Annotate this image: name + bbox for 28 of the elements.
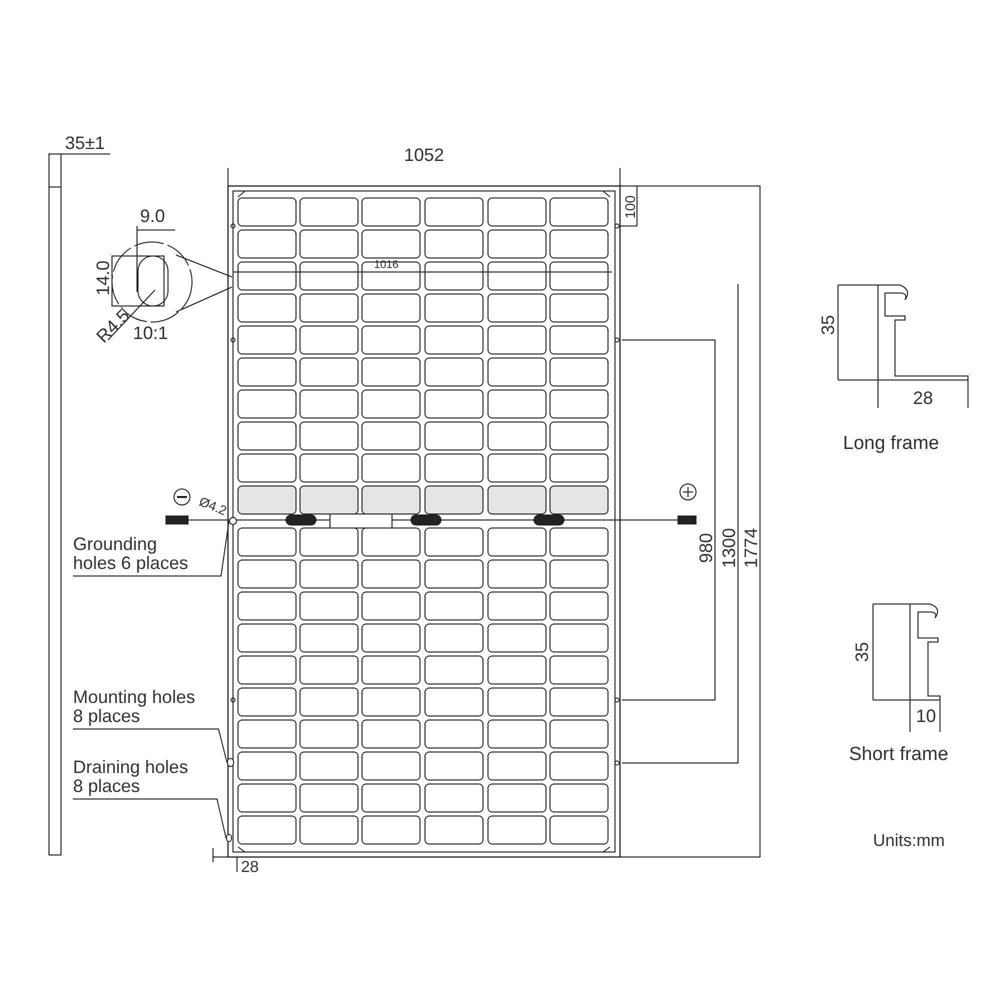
dimension-text: 100 <box>623 195 637 219</box>
dimension-text: 35 <box>853 642 871 662</box>
hole <box>227 758 234 767</box>
frame-caption: Short frame <box>849 745 948 764</box>
leader-line <box>72 728 228 763</box>
dimension-text: 28 <box>241 860 259 876</box>
callout-text: Grounding holes 6 places <box>73 535 197 573</box>
dimension-text: 1052 <box>404 146 444 164</box>
units-note: Units:mm <box>873 832 945 849</box>
scale-text: 10:1 <box>133 324 168 342</box>
hole <box>229 517 237 525</box>
dimension-text: 10 <box>916 707 936 725</box>
dimension-text: 9.0 <box>140 207 166 225</box>
dimension-text: 35±1 <box>65 134 105 152</box>
callout-text: Mounting holes 8 places <box>73 688 197 726</box>
callout-text: Draining holes 8 places <box>73 758 197 796</box>
dimension-text: 28 <box>913 389 934 407</box>
leader-line <box>72 798 226 838</box>
dimension-text: 1300 <box>720 528 738 568</box>
leader-line <box>72 520 230 576</box>
dimension-text: 35 <box>819 314 837 336</box>
dimension-text: 14.0 <box>94 260 112 296</box>
dimension-text: 980 <box>697 532 715 564</box>
dimension-text: Ø4.2 <box>198 494 228 518</box>
dimension-text: 1016 <box>374 260 398 271</box>
hole <box>226 834 232 842</box>
dimension-text: 1774 <box>742 528 760 568</box>
frame-caption: Long frame <box>843 434 940 453</box>
